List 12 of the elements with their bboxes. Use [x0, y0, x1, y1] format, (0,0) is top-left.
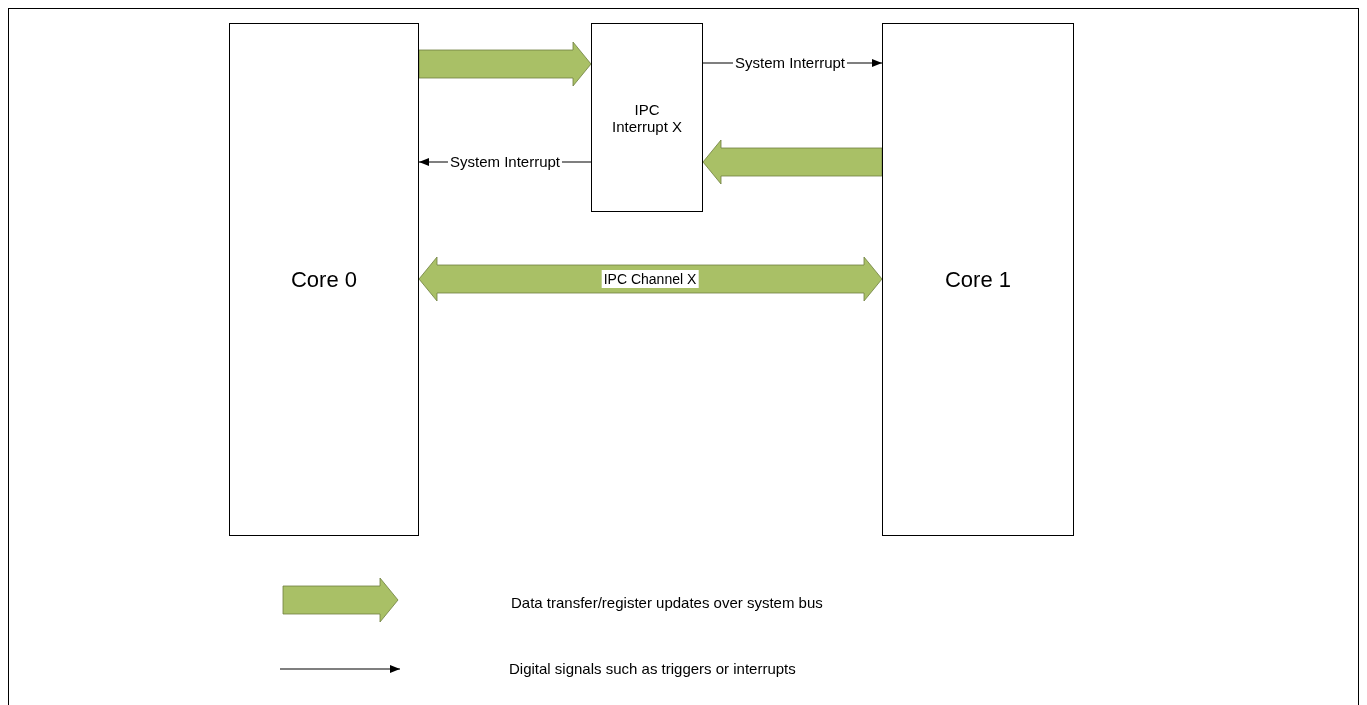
block-arrow [702, 139, 883, 185]
double-block-arrow [418, 256, 883, 302]
node-label: Core 0 [289, 266, 358, 293]
edge-label: IPC Channel X [601, 270, 699, 288]
node-label: IPC Interrupt X [610, 100, 683, 135]
node-label: Core 1 [943, 266, 1012, 293]
legend-text: Data transfer/register updates over system bus [511, 594, 823, 611]
block-arrow [418, 41, 592, 87]
interrupt-box [591, 23, 703, 212]
legend-text: Digital signals such as triggers or interrupts [509, 660, 796, 677]
core-box [229, 23, 419, 536]
core-box [882, 23, 1074, 536]
